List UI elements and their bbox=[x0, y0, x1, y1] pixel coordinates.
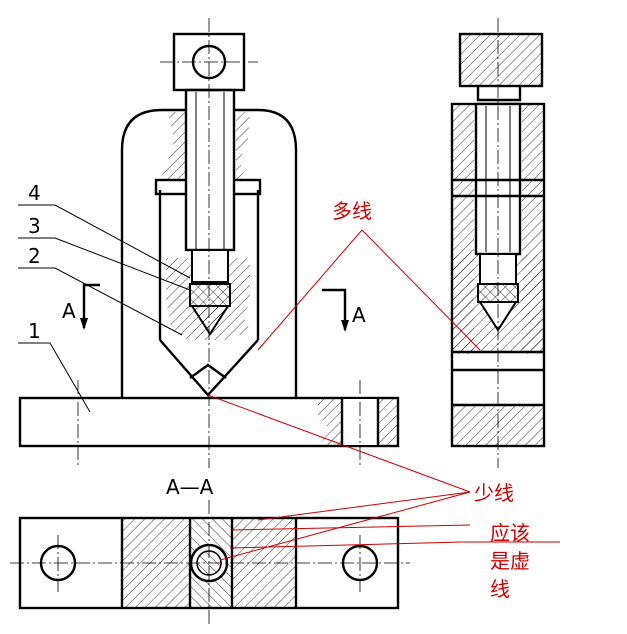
label-part-4: 4 bbox=[28, 181, 41, 205]
section-label-right: A bbox=[352, 303, 366, 327]
screw-thread bbox=[191, 249, 229, 283]
side-view bbox=[450, 18, 546, 468]
annotation-missing-lines: 少线 bbox=[474, 481, 514, 505]
screw-shank bbox=[184, 88, 236, 252]
label-part-2: 2 bbox=[28, 244, 41, 268]
screw-tip bbox=[190, 305, 230, 336]
housing-hatch-left bbox=[160, 112, 185, 180]
annotation-dashed-2: 是虚 bbox=[490, 549, 530, 573]
annotation-dashed-3: 线 bbox=[490, 577, 510, 601]
label-part-1: 1 bbox=[28, 319, 41, 343]
front-view bbox=[18, 18, 400, 468]
annotation-extra-lines: 多线 bbox=[332, 199, 372, 223]
section-title: A—A bbox=[166, 475, 214, 499]
annotation-lines bbox=[207, 229, 560, 561]
section-label-left: A bbox=[62, 299, 76, 323]
section-aa-view bbox=[10, 500, 410, 625]
annotation-dashed-1: 应该 bbox=[490, 521, 530, 545]
housing-hatch-right bbox=[236, 112, 250, 180]
label-part-3: 3 bbox=[28, 214, 41, 238]
